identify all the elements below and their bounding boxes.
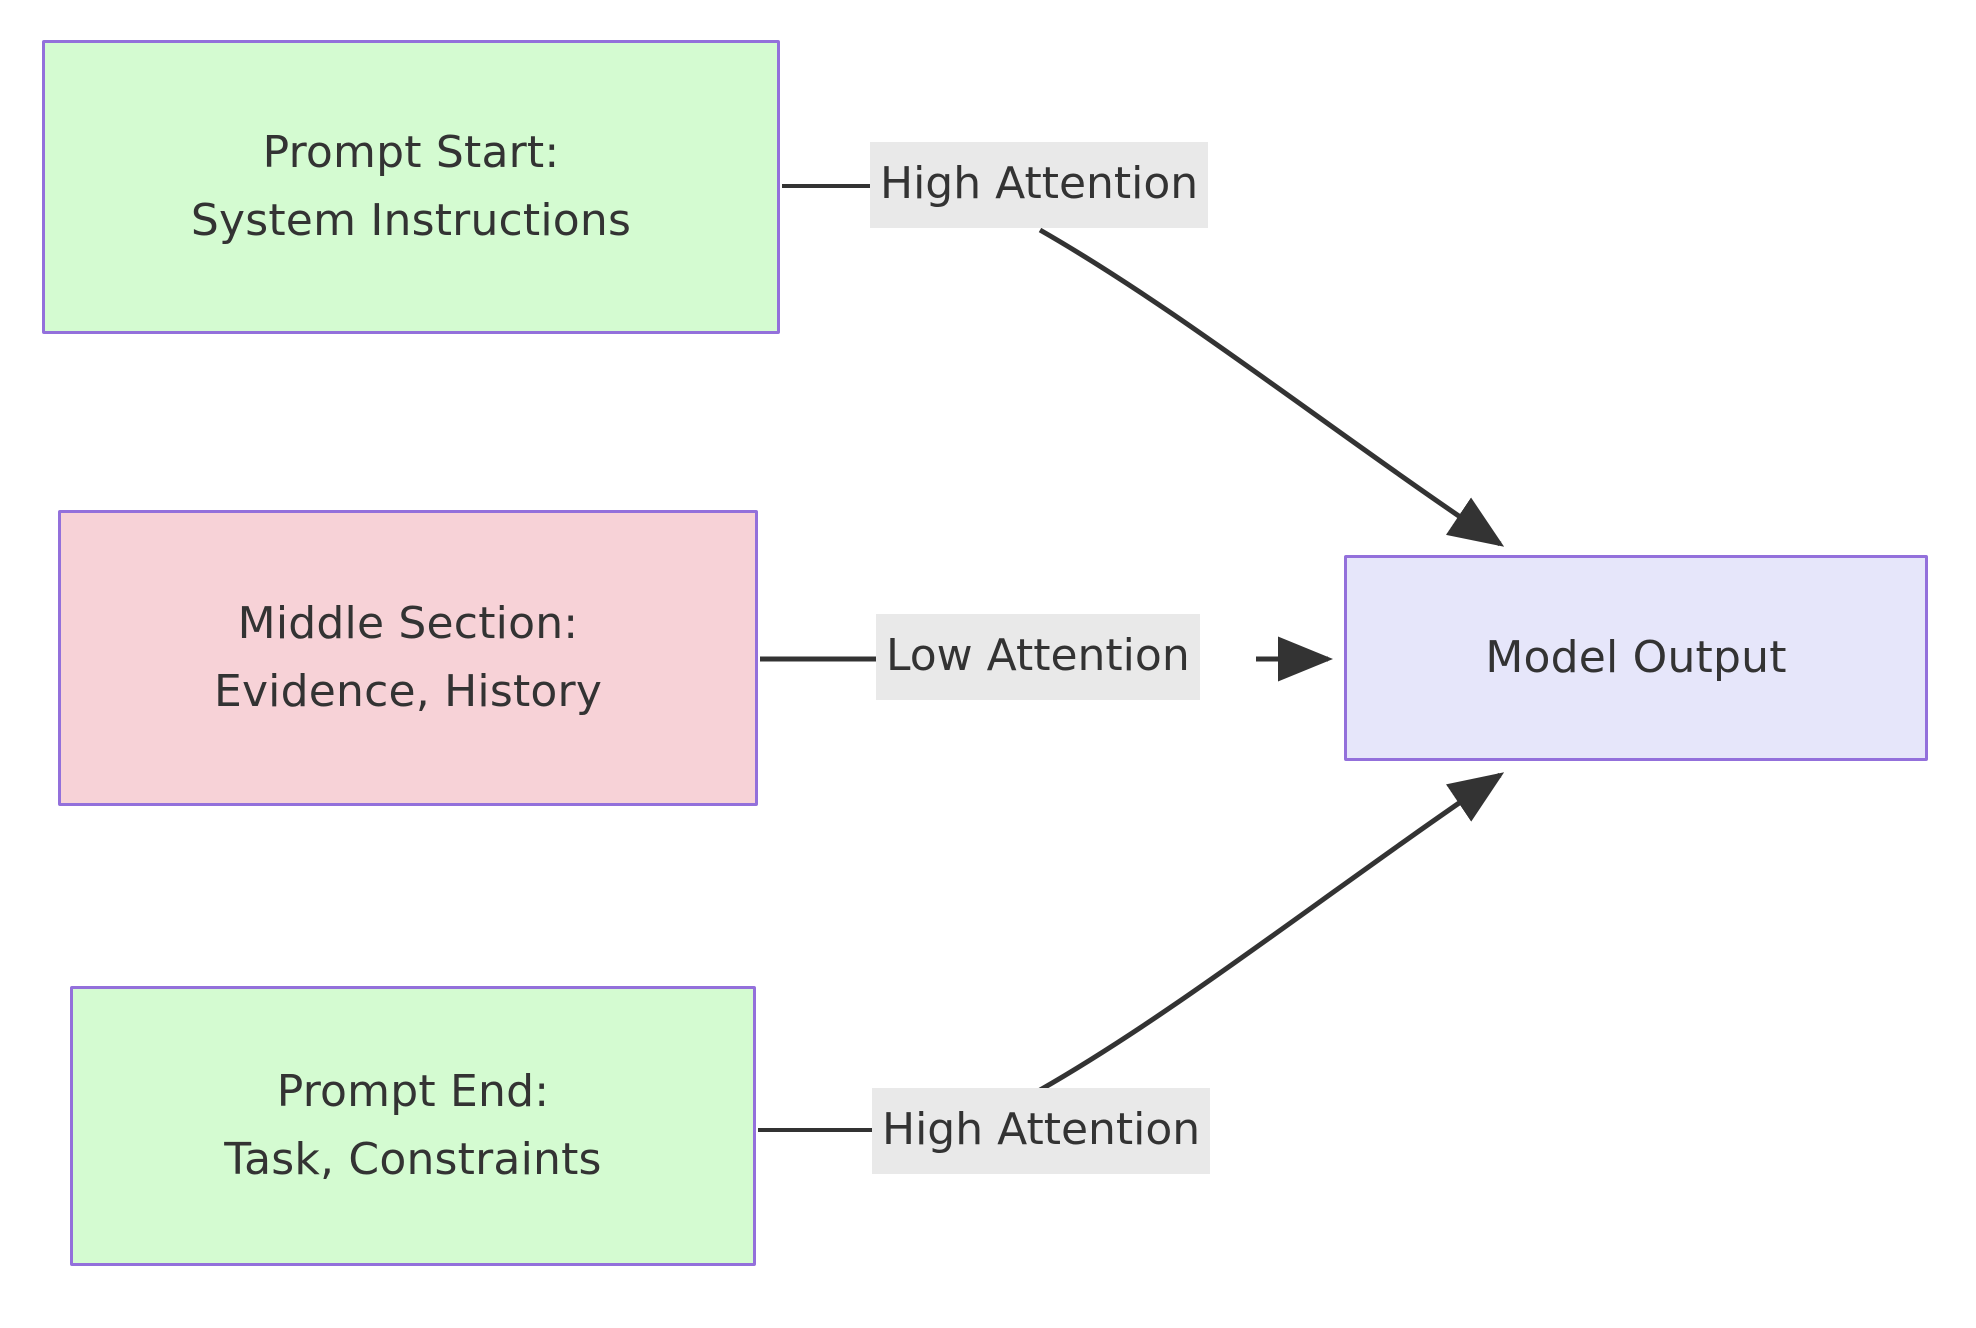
node-prompt-end-line1: Prompt End: <box>276 1065 550 1117</box>
node-middle-section-line2: Evidence, History <box>213 666 603 717</box>
node-prompt-start-line1: Prompt Start: <box>262 126 560 178</box>
edge-label-high-attention-bottom: High Attention <box>872 1088 1211 1174</box>
edge-prompt-end-to-model-output <box>758 772 1505 1132</box>
edge-label-high-attention-top: High Attention <box>870 142 1209 228</box>
node-prompt-start[interactable]: Prompt Start: System Instructions <box>42 40 780 334</box>
edge-label-low-attention: Low Attention <box>876 614 1200 700</box>
edge-prompt-start-to-model-output <box>782 184 1505 547</box>
node-middle-section-line1: Middle Section: <box>237 597 579 649</box>
node-prompt-start-line2: System Instructions <box>190 195 632 246</box>
node-model-output-label: Model Output <box>1485 631 1787 683</box>
node-prompt-end[interactable]: Prompt End: Task, Constraints <box>70 986 756 1266</box>
node-middle-section[interactable]: Middle Section: Evidence, History <box>58 510 758 806</box>
node-model-output[interactable]: Model Output <box>1344 555 1928 761</box>
node-prompt-end-line2: Task, Constraints <box>224 1134 602 1185</box>
